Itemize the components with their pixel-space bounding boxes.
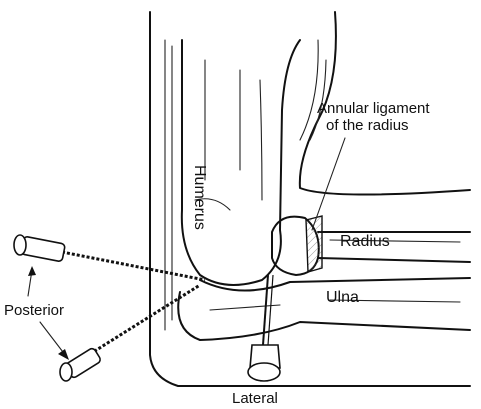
annular-ligament-leader-line	[312, 138, 345, 230]
posterior-label: Posterior	[4, 303, 64, 319]
humerus-bone	[182, 40, 300, 285]
lateral-label: Lateral	[232, 391, 278, 407]
humerus-label: Humerus	[191, 165, 207, 230]
annular-ligament-label-line1: Annular ligament	[317, 101, 430, 117]
ulna-label: Ulna	[326, 290, 359, 306]
annular-ligament-label-line2: of the radius	[326, 118, 409, 134]
ulna-bone	[178, 278, 470, 340]
radius-label: Radius	[340, 234, 390, 250]
posterior-needle-upper	[14, 235, 205, 280]
